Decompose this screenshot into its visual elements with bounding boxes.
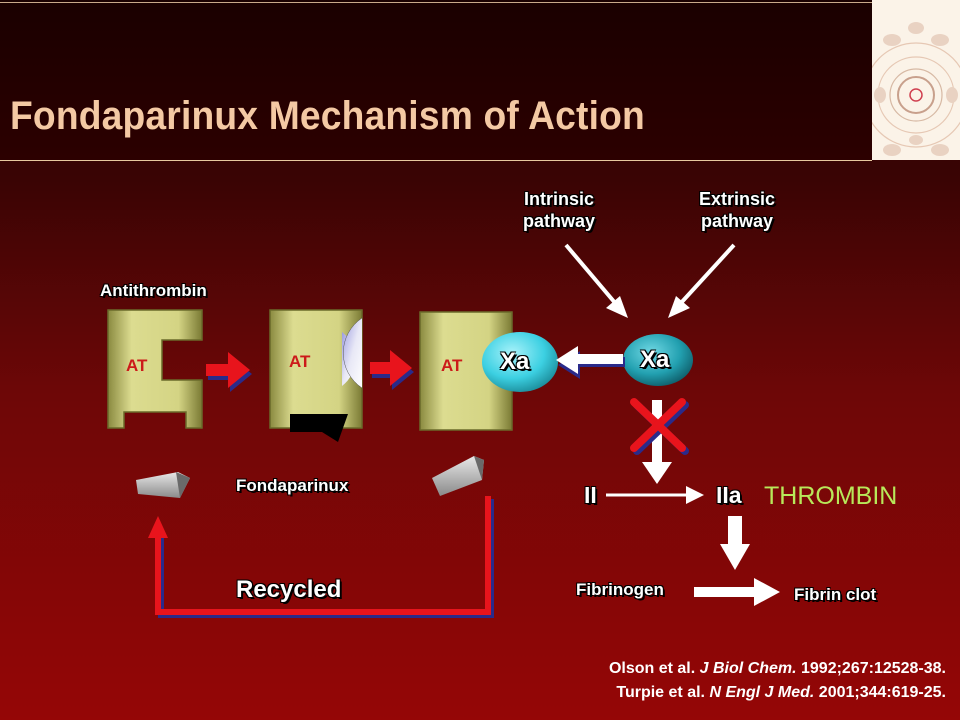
white-arrow-xa	[556, 346, 625, 379]
extrinsic-label: Extrinsic pathway	[688, 188, 786, 232]
slide-title: Fondaparinux Mechanism of Action	[10, 94, 645, 138]
citation-2-journal: N Engl J Med.	[709, 684, 815, 701]
header-bar	[0, 0, 872, 161]
intrinsic-arrow	[564, 243, 628, 318]
xa-free-label: Xa	[640, 346, 670, 373]
fibrinogen-label: Fibrinogen	[576, 580, 664, 599]
intrinsic-label: Intrinsic pathway	[512, 188, 606, 232]
citation-2: Turpie et al. N Engl J Med. 2001;344:619…	[616, 684, 946, 702]
iia-down-arrow	[720, 516, 750, 570]
citation-1: Olson et al. J Biol Chem. 1992;267:12528…	[609, 660, 946, 678]
at-block-1	[107, 309, 203, 429]
extrinsic-line1: Extrinsic	[698, 189, 776, 209]
xa-free	[623, 334, 693, 386]
fondaparinux-label: Fondaparinux	[236, 476, 349, 495]
factor-iia-label: IIa	[716, 482, 742, 508]
antithrombin-label: Antithrombin	[100, 281, 207, 300]
header-rule	[0, 2, 872, 3]
citation-2-authors: Turpie et al.	[616, 684, 710, 701]
fondaparinux-molecule-icon-2	[432, 456, 484, 496]
bound-fondaparinux-2	[290, 414, 348, 442]
ii-to-iia-arrow	[606, 486, 704, 504]
compass-logo-icon	[863, 22, 960, 156]
red-arrow-2	[370, 350, 414, 390]
xa-complex-label: Xa	[500, 348, 530, 375]
extrinsic-arrow	[668, 243, 736, 318]
inhibition-x-icon	[630, 398, 689, 455]
red-arrow-1	[206, 352, 252, 392]
intrinsic-line1: Intrinsic	[523, 189, 594, 209]
factor-ii-label: II	[584, 482, 597, 508]
xa-complex	[482, 332, 558, 392]
at-label-2: AT	[289, 352, 311, 371]
intrinsic-line2: pathway	[522, 211, 596, 231]
at-label-3: AT	[441, 356, 463, 375]
at-label-1: AT	[126, 356, 148, 375]
recycled-arrow	[148, 496, 494, 618]
citation-1-authors: Olson et al.	[608, 660, 700, 677]
recycled-label: Recycled	[236, 576, 342, 603]
citation-1-details: 1992;267:12528-38.	[796, 660, 946, 677]
citation-1-journal: J Biol Chem.	[699, 660, 797, 677]
fibrin-clot-label: Fibrin clot	[794, 585, 877, 604]
fondaparinux-molecule-icon	[136, 472, 190, 498]
extrinsic-line2: pathway	[700, 211, 774, 231]
logo-panel	[863, 0, 960, 160]
fibrinogen-arrow	[694, 578, 780, 606]
thrombin-label: THROMBIN	[764, 482, 898, 510]
citation-2-details: 2001;344:619-25.	[814, 684, 946, 701]
